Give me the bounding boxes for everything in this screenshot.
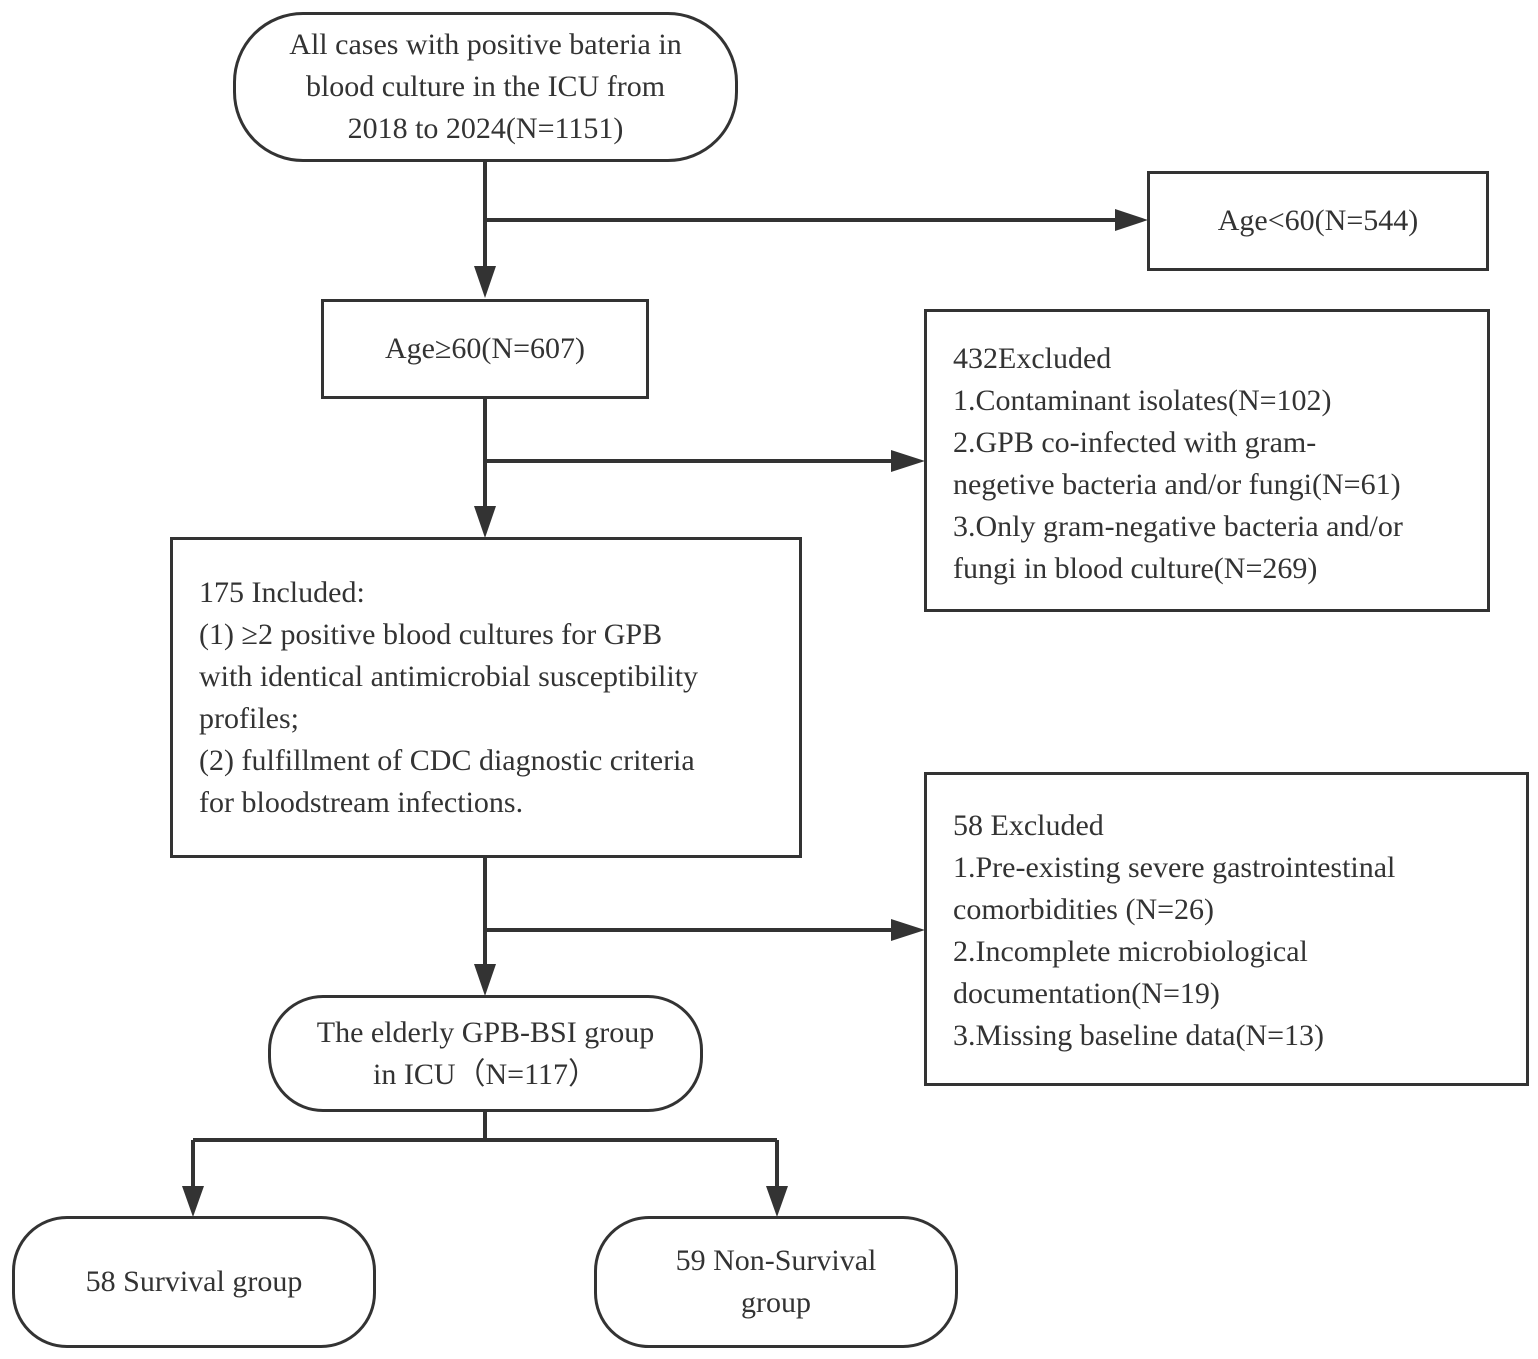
start-node-line: 2018 to 2024(N=1151) <box>347 112 624 145</box>
arrowhead-down <box>474 964 496 996</box>
non-survival-group-line: 59 Non-Survival <box>675 1244 877 1277</box>
included-175-line: with identical antimicrobial susceptibil… <box>199 660 699 693</box>
gpb-bsi-group-line: The elderly GPB-BSI group <box>316 1015 655 1049</box>
excluded-58-node: 58 Excluded 1.Pre-existing severe gastro… <box>924 772 1529 1086</box>
start-node: All cases with positive bateria in blood… <box>233 12 738 162</box>
gpb-bsi-group-line: in ICU（N=117） <box>373 1057 598 1091</box>
age-under-60-node: Age<60(N=544) <box>1147 171 1489 271</box>
excluded-58-line: 58 Excluded <box>953 809 1104 842</box>
included-175-node: 175 Included: (1) ≥2 positive blood cult… <box>170 537 802 858</box>
excluded-58-line: 3.Missing baseline data(N=13) <box>953 1019 1325 1052</box>
non-survival-group-line: group <box>740 1286 811 1319</box>
excluded-432-line: negetive bacteria and/or fungi(N=61) <box>953 468 1401 501</box>
survival-group-node: 58 Survival group <box>12 1216 376 1348</box>
excluded-432-line: 432Excluded <box>953 342 1112 375</box>
excluded-432-line: fungi in blood culture(N=269) <box>953 552 1318 585</box>
start-node-line: All cases with positive bateria in <box>289 28 682 61</box>
excluded-432-line: 2.GPB co-infected with gram- <box>953 426 1317 459</box>
survival-group-label: 58 Survival group <box>85 1265 303 1298</box>
age-under-60-label: Age<60(N=544) <box>1217 204 1419 237</box>
start-node-line: blood culture in the ICU from <box>305 70 666 103</box>
arrowhead-down <box>474 266 496 298</box>
arrowhead-down <box>766 1186 788 1217</box>
arrowhead-right <box>1115 209 1148 231</box>
arrowhead-right <box>891 919 925 941</box>
excluded-58-line: documentation(N=19) <box>953 977 1220 1010</box>
excluded-432-line: 3.Only gram-negative bacteria and/or <box>953 510 1403 543</box>
included-175-line: profiles; <box>199 702 299 735</box>
included-175-line: (1) ≥2 positive blood cultures for GPB <box>199 618 663 651</box>
non-survival-group-node: 59 Non-Survival group <box>594 1216 958 1348</box>
excluded-58-line: comorbidities (N=26) <box>953 893 1215 926</box>
excluded-432-line: 1.Contaminant isolates(N=102) <box>953 384 1332 417</box>
included-175-line: for bloodstream infections. <box>199 786 524 819</box>
arrowhead-down <box>182 1186 204 1217</box>
excluded-432-node: 432Excluded 1.Contaminant isolates(N=102… <box>924 309 1490 612</box>
arrowhead-down <box>474 506 496 538</box>
age-60-plus-node: Age≥60(N=607) <box>321 299 649 399</box>
arrowhead-right <box>891 450 925 472</box>
excluded-58-line: 2.Incomplete microbiological <box>953 935 1308 968</box>
age-60-plus-label: Age≥60(N=607) <box>384 332 585 365</box>
gpb-bsi-group-node: The elderly GPB-BSI group in ICU（N=117） <box>268 995 703 1112</box>
included-175-line: (2) fulfillment of CDC diagnostic criter… <box>199 744 695 777</box>
included-175-line: 175 Included: <box>199 576 365 609</box>
excluded-58-line: 1.Pre-existing severe gastrointestinal <box>953 851 1396 884</box>
